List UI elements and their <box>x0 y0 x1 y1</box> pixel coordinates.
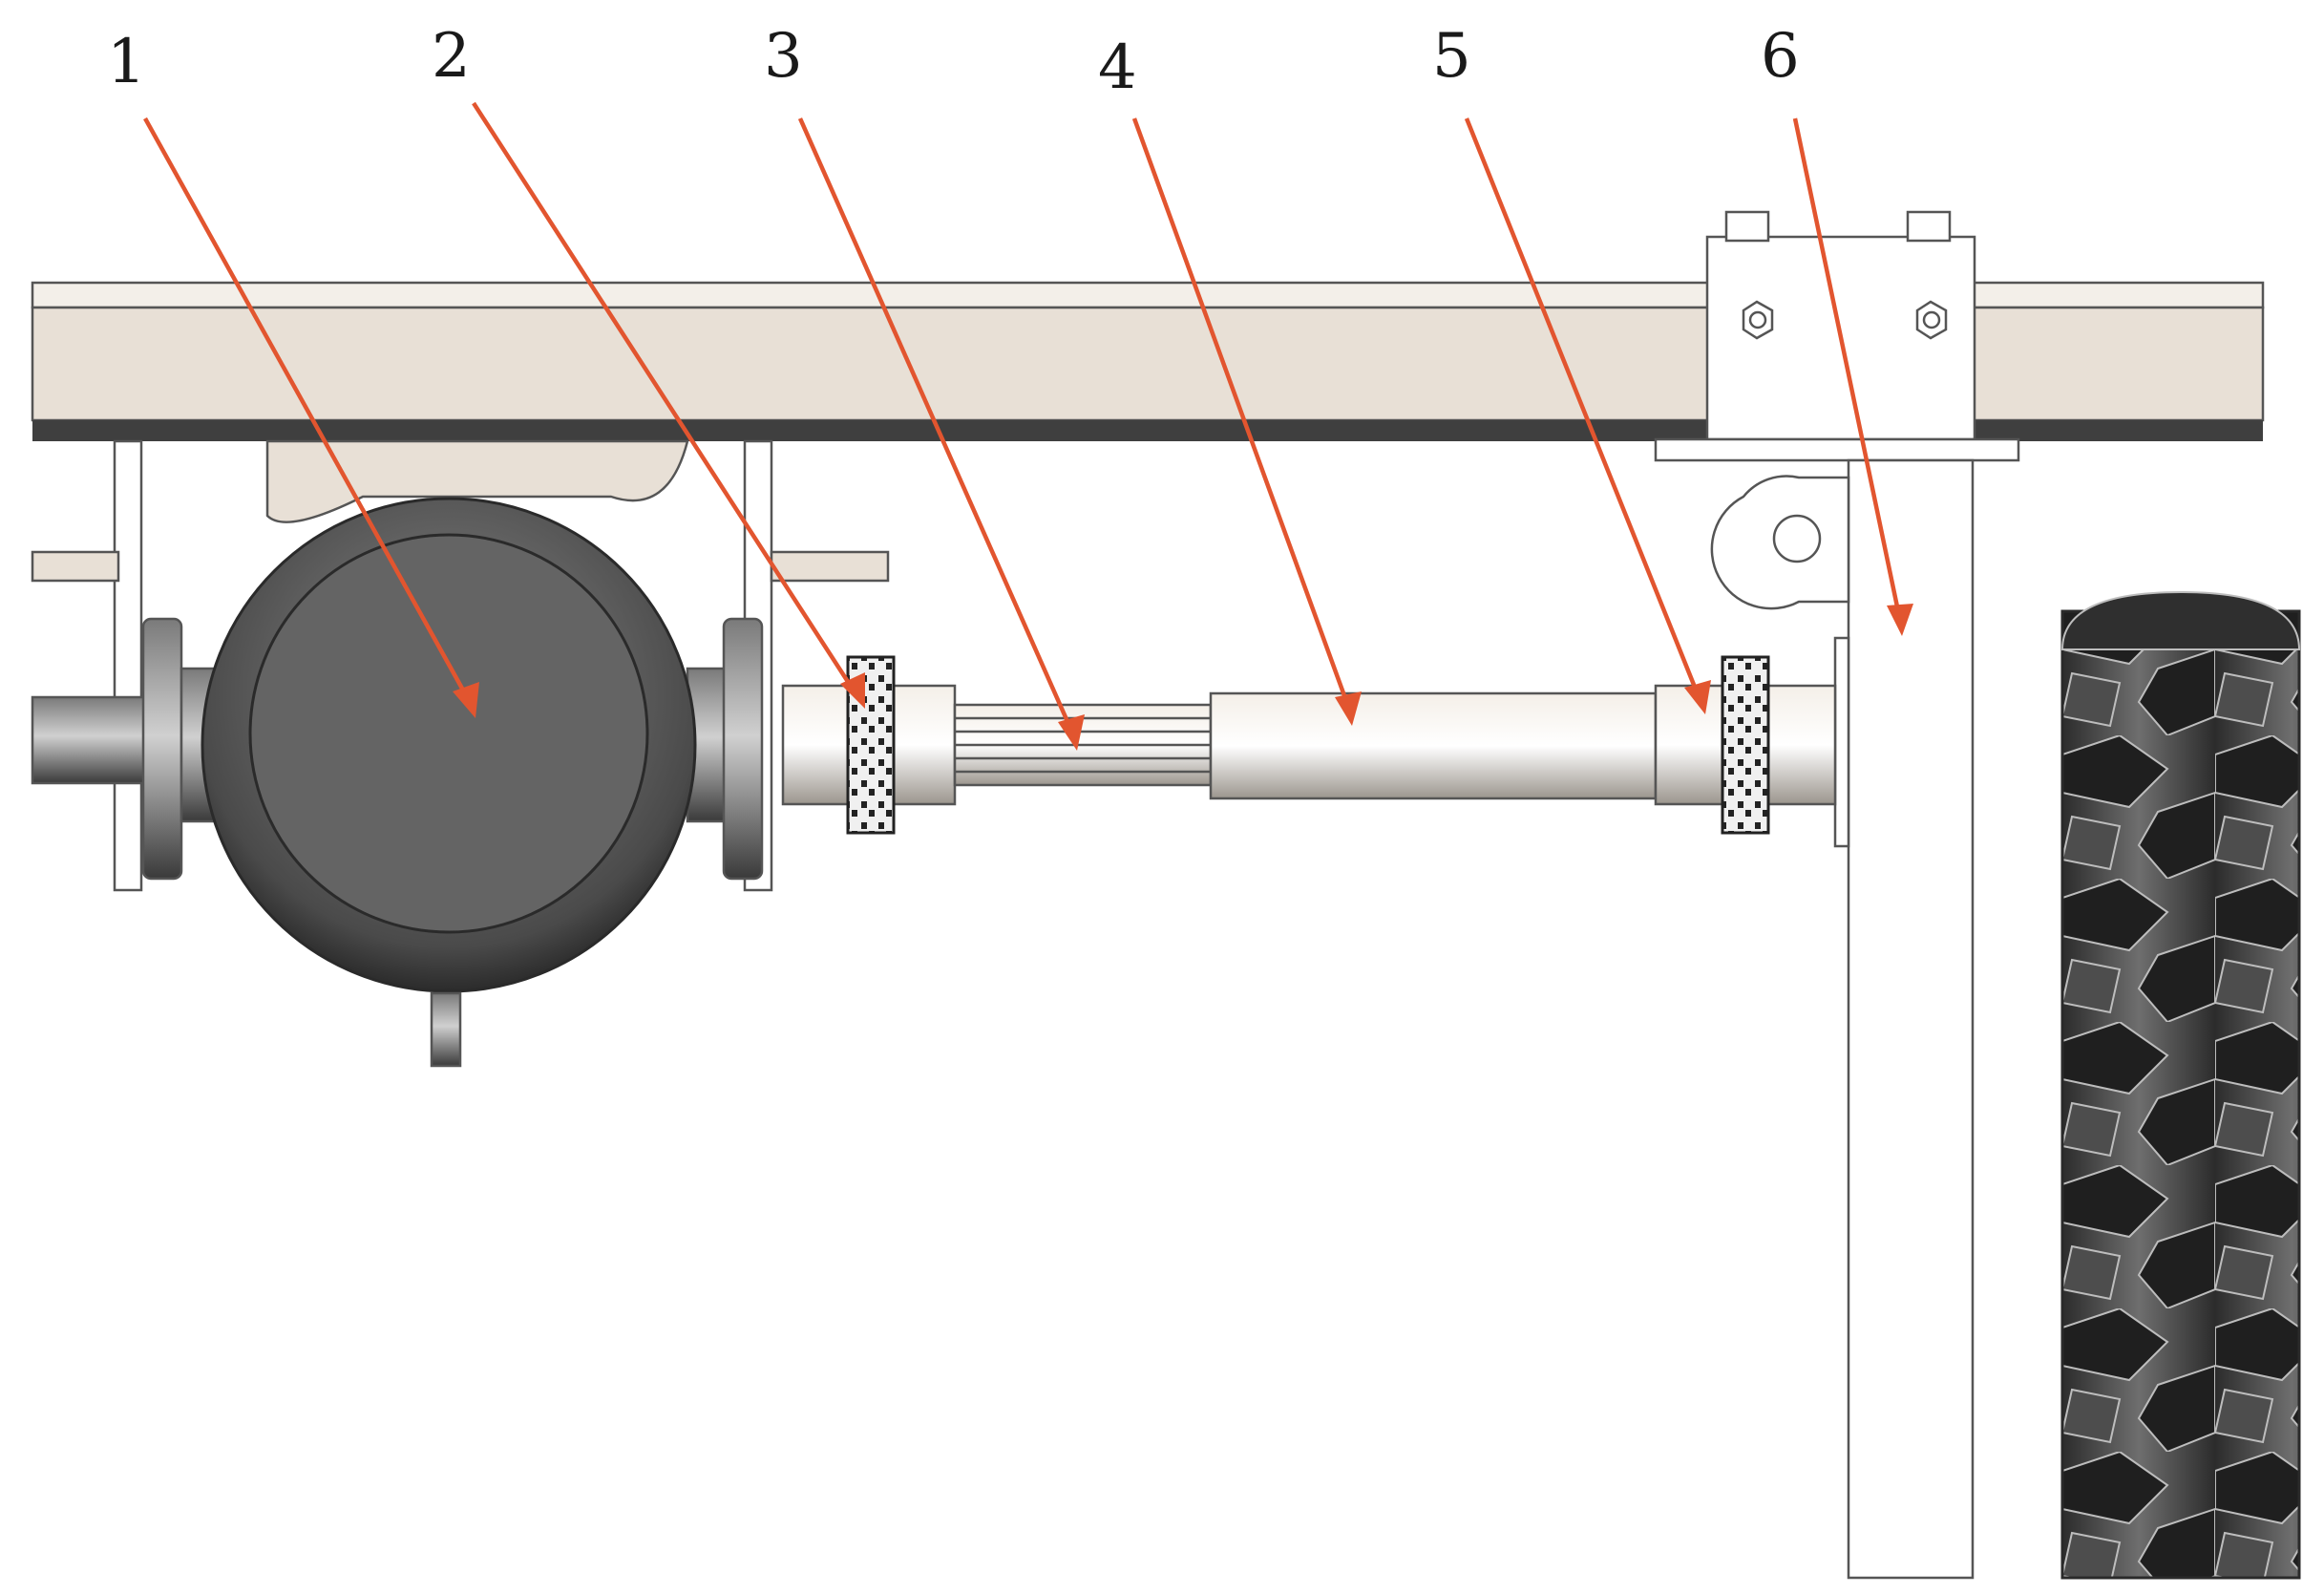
motor-bracket <box>31 439 890 892</box>
sleeve-tube <box>1209 691 1658 800</box>
callout-4: 4 <box>1098 32 1137 103</box>
leader-arrowhead-5 <box>1684 680 1711 714</box>
leader-arrowhead-6 <box>1887 604 1913 636</box>
leader-arrowhead-1 <box>453 682 479 718</box>
callout-3: 3 <box>764 21 803 92</box>
callout-5: 5 <box>1432 21 1471 92</box>
tire <box>2060 590 2301 1580</box>
callout-6: 6 <box>1761 21 1800 92</box>
leader-line-3 <box>797 117 1072 727</box>
leader-arrowhead-2 <box>840 672 865 709</box>
callout-1: 1 <box>107 27 146 97</box>
beam-clamp <box>1654 210 2020 462</box>
leader-line-2 <box>472 101 854 690</box>
leader-line-1 <box>143 117 468 697</box>
leader-arrowhead-4 <box>1335 691 1362 726</box>
motor-flanges <box>141 617 764 881</box>
left-shaft-stub <box>31 695 158 785</box>
callout-labels: 1 2 3 4 5 6 <box>107 21 1800 103</box>
right-sprocket <box>1721 655 1770 835</box>
callout-2: 2 <box>432 21 471 92</box>
leader-arrowhead-3 <box>1058 714 1085 751</box>
leader-line-5 <box>1464 117 1699 691</box>
vertical-post <box>1710 458 1975 1580</box>
leader-line-6 <box>1792 117 1901 612</box>
leader-lines <box>143 101 1913 751</box>
motor <box>201 497 697 1068</box>
leader-line-4 <box>1131 117 1349 702</box>
